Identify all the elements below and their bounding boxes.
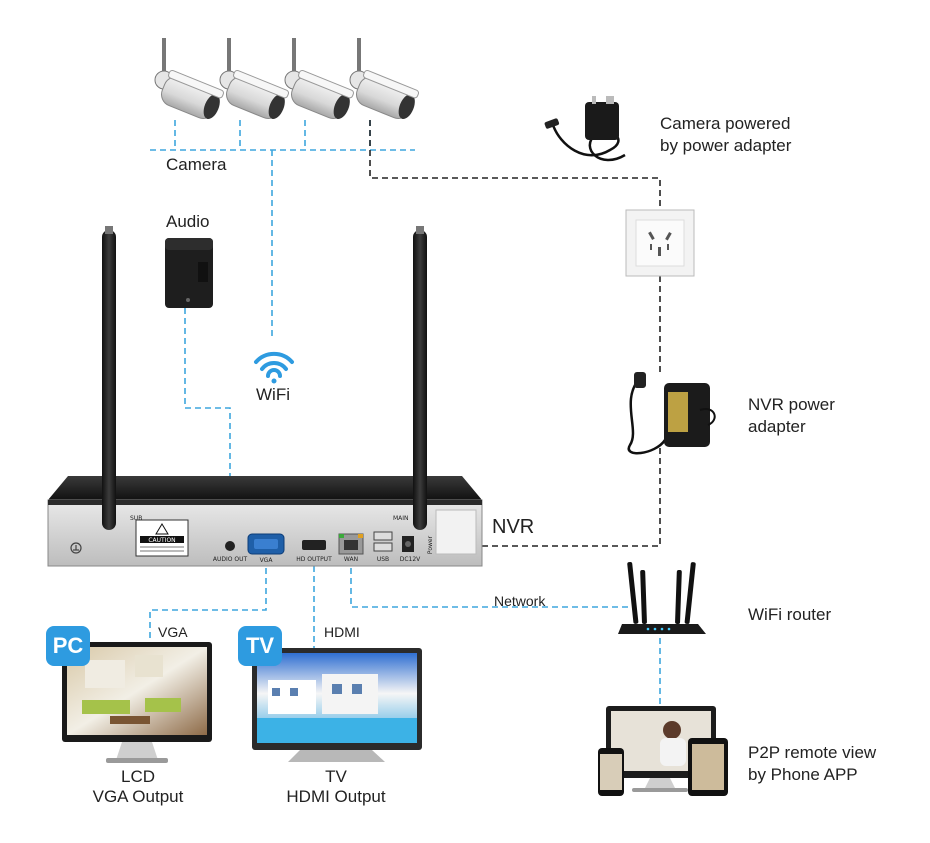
camera-1: [154, 38, 225, 120]
audio-link: [184, 308, 231, 542]
wifi-label: WiFi: [256, 385, 290, 404]
nvr-unit: CAUTION SUB MAIN AUDIO OUT VGA HD OUTPUT…: [47, 226, 483, 567]
main-label: MAIN: [393, 515, 409, 522]
camera-power-label-line1: Camera powered: [660, 114, 791, 133]
hdmi-port: [302, 540, 326, 550]
camera-2: [219, 38, 290, 120]
nvr-label: NVR: [492, 516, 535, 538]
port-label-power: Power: [427, 535, 434, 554]
lcd-label-line2: VGA Output: [92, 787, 184, 806]
nvr-power-label-line2: adapter: [748, 417, 806, 436]
antenna-sub: [102, 230, 116, 530]
nvr-power-adapter: [627, 372, 716, 455]
port-label-vga: VGA: [260, 557, 274, 564]
caution-text: CAUTION: [148, 537, 175, 544]
audio-out-port: [225, 541, 235, 551]
wall-socket: [625, 209, 695, 277]
lcd-monitor: [62, 642, 212, 763]
sub-label: SUB: [130, 515, 142, 522]
camera-label: Camera: [166, 155, 227, 174]
port-label-audio: AUDIO OUT: [213, 556, 248, 563]
usb-port-1: [373, 531, 393, 541]
nvr-power-label-line1: NVR power: [748, 395, 835, 414]
network-label: Network: [494, 593, 546, 609]
ground-icon: [70, 542, 82, 554]
port-label-usb: USB: [377, 556, 389, 563]
port-label-hdmi: HD OUTPUT: [296, 556, 332, 563]
pc-badge: PC: [46, 626, 90, 666]
camera-power-label-line2: by power adapter: [660, 136, 792, 155]
tv-set: [252, 648, 422, 762]
wifi-router: [618, 562, 706, 634]
tv-label-line2: HDMI Output: [286, 787, 386, 806]
p2p-label-line1: P2P remote view: [748, 743, 877, 762]
vga-link: [149, 558, 267, 640]
hdmi-label: HDMI: [324, 624, 360, 640]
power-link: [369, 120, 661, 547]
vga-label: VGA: [158, 624, 188, 640]
p2p-label-line2: by Phone APP: [748, 765, 858, 784]
remote-devices: [598, 706, 728, 796]
camera-power-adapter: [544, 96, 626, 162]
wifi-icon: [254, 351, 294, 384]
tv-badge: TV: [238, 626, 282, 666]
camera-3: [284, 38, 355, 120]
port-label-dc: DC12V: [400, 556, 421, 563]
camera-wifi-bus: [150, 120, 415, 338]
audio-label: Audio: [166, 212, 210, 231]
caution-triangle-icon: [155, 523, 169, 535]
tv-label-line1: TV: [325, 767, 347, 786]
port-label-wan: WAN: [344, 556, 358, 563]
antenna-main: [413, 230, 427, 530]
audio-speaker: [165, 238, 213, 308]
camera-group: [154, 38, 420, 120]
wifi-router-label: WiFi router: [748, 605, 832, 624]
usb-port-2: [373, 542, 393, 552]
network-link: [350, 558, 661, 705]
lcd-label-line1: LCD: [120, 767, 155, 786]
camera-4: [349, 38, 420, 120]
